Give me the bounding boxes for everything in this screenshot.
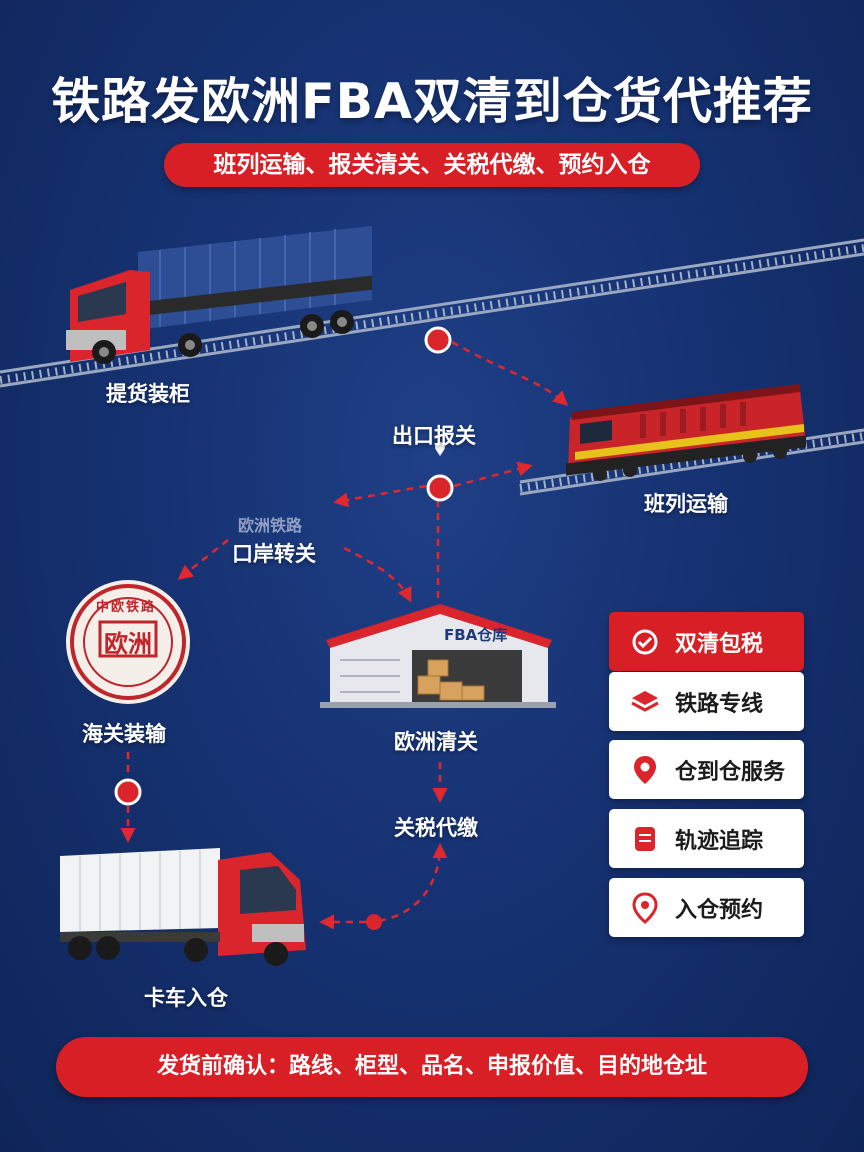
feature-card-rail-line[interactable]: 铁路专线	[609, 672, 804, 731]
footer-note-banner: 发货前确认：路线、柜型、品名、申报价值、目的地仓址	[56, 1037, 808, 1097]
layers-icon	[625, 682, 665, 722]
feature-card-appointment[interactable]: 入仓预约	[609, 878, 804, 937]
delivery-truck-icon	[60, 848, 306, 966]
feature-label: 入仓预约	[675, 897, 764, 923]
check-circle-icon	[625, 622, 665, 662]
seal-ring-text: 中欧铁路	[96, 600, 157, 615]
location-pin-icon	[625, 888, 665, 928]
feature-label: 双清包税	[675, 631, 764, 657]
step-label-eu-clearance: 欧洲清关	[394, 730, 478, 754]
step-label-pickup: 提货装柜	[106, 382, 190, 406]
step-label-export-declaration: 出口报关	[392, 424, 476, 448]
warehouse-icon	[320, 604, 556, 708]
location-pin-icon	[625, 750, 665, 790]
feature-card-double-clearance[interactable]: 双清包税	[609, 612, 804, 671]
container-truck-icon	[66, 226, 372, 364]
feature-card-warehouse-service[interactable]: 仓到仓服务	[609, 740, 804, 799]
flow-node-dots	[114, 326, 454, 930]
china-europe-rail-seal-icon	[66, 580, 190, 704]
step-label-duty-payment: 关税代缴	[394, 816, 478, 840]
feature-label: 铁路专线	[675, 691, 764, 717]
ghost-text: 欧洲铁路	[238, 516, 303, 535]
step-label-port-transfer: 口岸转关	[232, 542, 316, 566]
seal-center-text: 欧洲	[104, 630, 152, 658]
page-title: 铁路发欧洲FBA双清到仓货代推荐	[51, 73, 813, 130]
step-label-customs-loading: 海关装输	[82, 722, 166, 746]
step-label-truck-delivery: 卡车入仓	[144, 986, 228, 1010]
subtitle-banner: 班列运输、报关清关、关税代缴、预约入仓	[164, 143, 700, 187]
feature-label: 轨迹追踪	[675, 828, 764, 854]
warehouse-sign: FBA仓库	[444, 626, 508, 644]
step-label-train-transport: 班列运输	[644, 492, 728, 516]
flow-connectors	[120, 340, 569, 930]
database-icon	[625, 819, 665, 859]
feature-card-tracking[interactable]: 轨迹追踪	[609, 809, 804, 868]
feature-label: 仓到仓服务	[675, 759, 786, 785]
locomotive-icon	[566, 384, 806, 481]
